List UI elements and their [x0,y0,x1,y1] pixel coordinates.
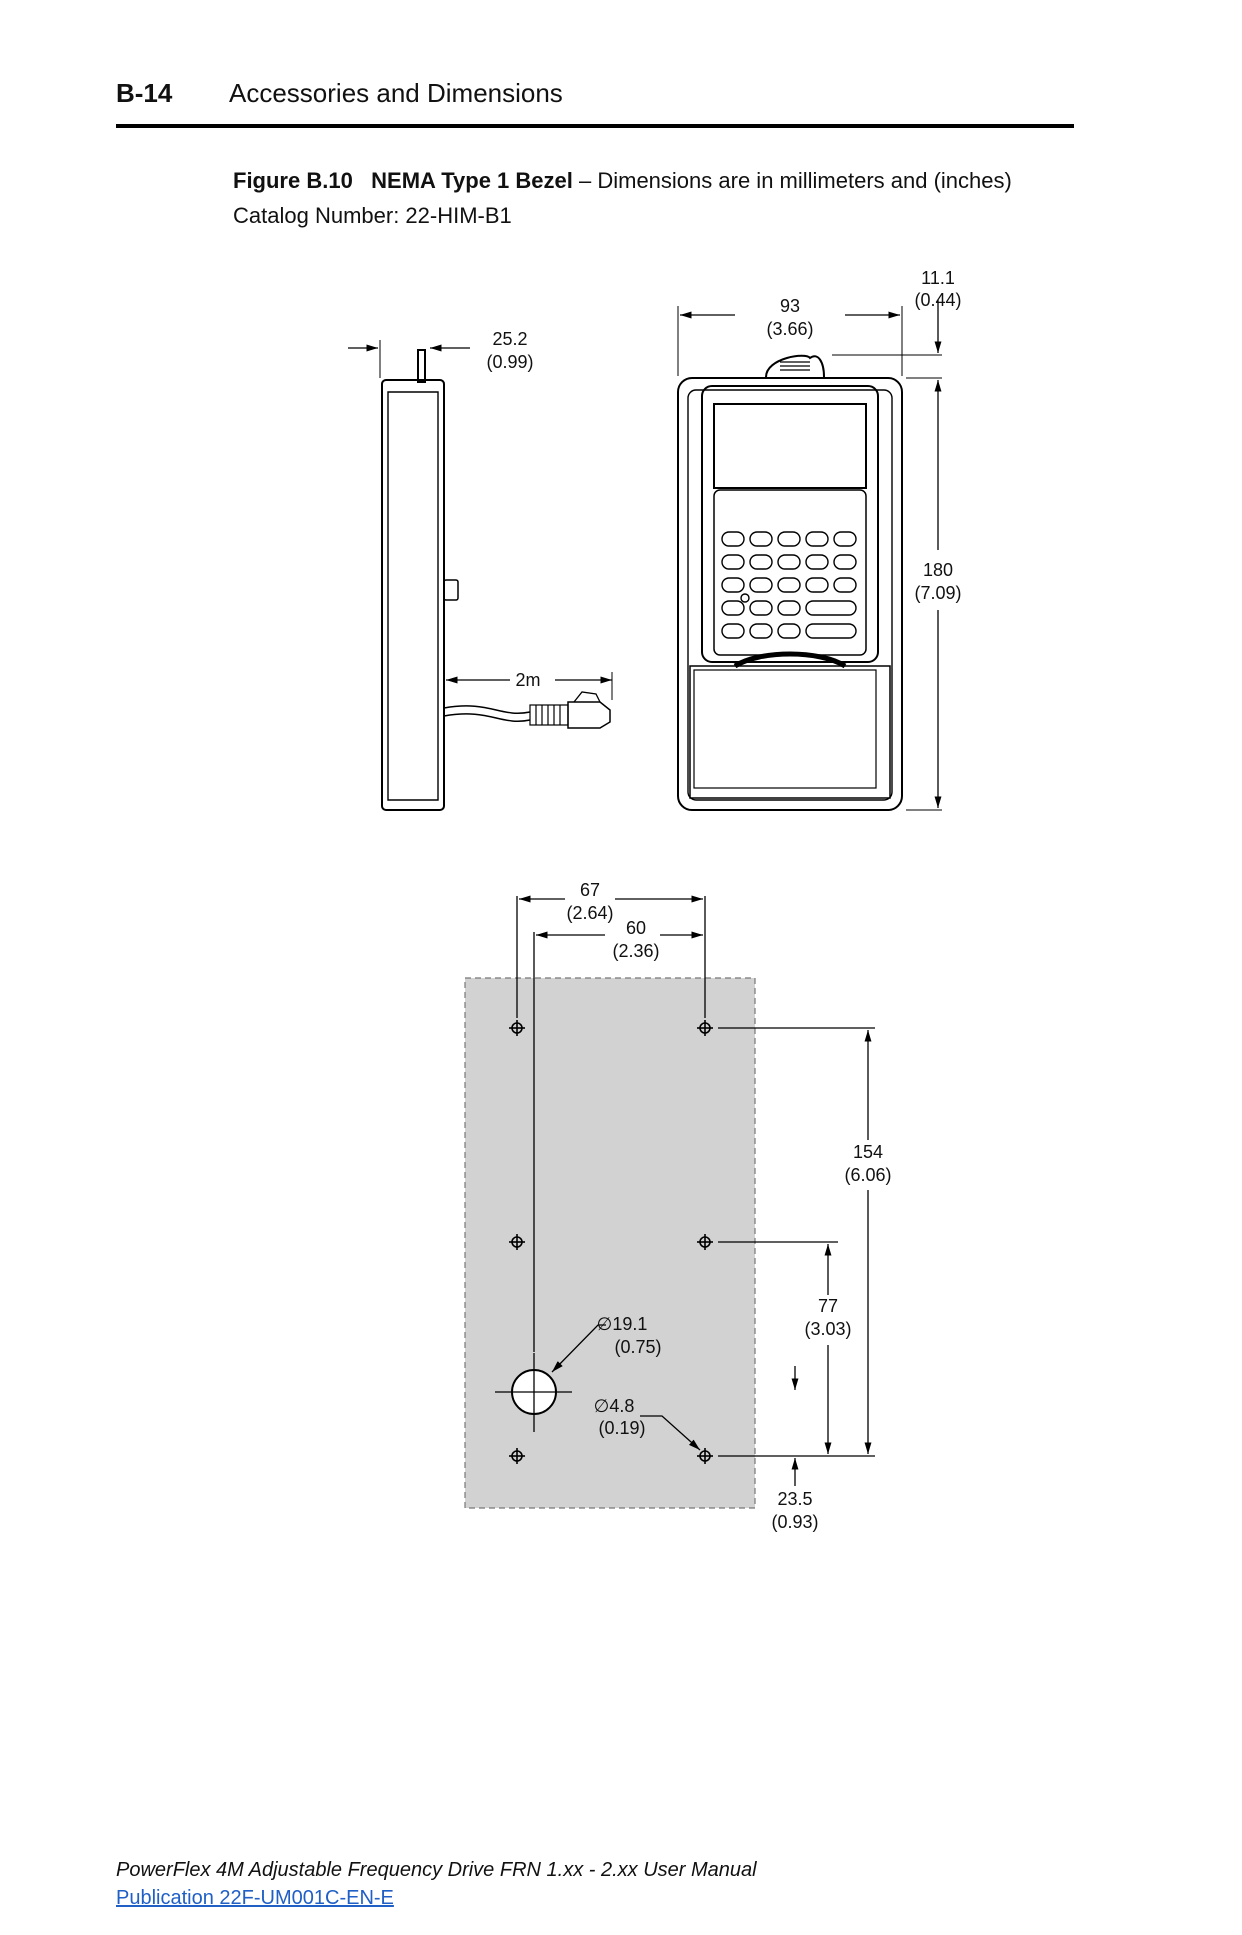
diameter-symbol: ∅ [597,1314,613,1334]
front-inner-frame [687,389,893,801]
vertical-span-mm: 154 [853,1142,883,1162]
inner-span-mm: 60 [626,918,646,938]
large-hole-dia-in: (0.75) [614,1337,661,1357]
side-view [348,340,613,811]
latch-grip [780,361,810,371]
small-hole-dia-mm: ∅4.8 [594,1396,635,1416]
outer-span-mm: 67 [580,880,600,900]
hole-top-right [697,1020,713,1036]
page-number: B-14 [116,78,173,108]
top-latch [765,354,825,378]
front-outer-frame [677,377,903,811]
vertical-span-in: (6.06) [844,1165,891,1185]
mounting-template [464,895,875,1509]
small-hole-leader [640,1415,701,1451]
bezel-arc [733,651,847,669]
figure-title: NEMA Type 1 Bezel [371,168,573,193]
rj45-clip [573,691,601,703]
side-body-inner [387,391,439,801]
inner-span-in: (2.36) [612,941,659,961]
figure-label: Figure B.10 [233,168,353,193]
small-hole-dia-value: 4.8 [609,1396,634,1416]
cable-line-2 [443,713,531,722]
cable-ferrule [529,704,569,726]
him-keypad-area [713,489,867,656]
front-view [677,300,942,811]
footer-publication-link[interactable]: Publication 22F-UM001C-EN-E [116,1887,394,1909]
front-width-in: (3.66) [766,319,813,339]
mounting-holes [509,1020,713,1464]
bottom-offset-mm: 23.5 [777,1489,812,1509]
side-latch [417,349,426,383]
hole-mid-right [697,1234,713,1250]
him-module-outline [701,385,879,663]
him-display [713,403,867,489]
hole-mid-left [509,1234,525,1250]
side-depth-in: (0.99) [486,352,533,372]
him-keys [721,531,857,639]
figure-caption: Figure B.10 NEMA Type 1 Bezel – Dimensio… [233,168,1012,194]
cable-length: 2m [515,670,540,690]
hole-bottom-left [509,1448,525,1464]
front-height-in: (7.09) [914,583,961,603]
cutout-area [464,977,756,1509]
page-header: B-14 Accessories and Dimensions [116,78,563,109]
small-hole-dia-in: (0.19) [598,1418,645,1438]
latch-height-mm: 11.1 [921,268,955,288]
side-connector [443,579,459,601]
front-width-mm: 93 [780,296,800,316]
large-hole-dia-value: 19.1 [612,1314,647,1334]
cable-line [443,705,531,714]
large-hole-dia-mm: ∅19.1 [597,1314,648,1334]
section-title: Accessories and Dimensions [229,78,563,108]
large-hole-leader [551,1324,606,1373]
mid-offset-in: (3.03) [804,1319,851,1339]
outer-span-in: (2.64) [566,903,613,923]
bezel-lower-panel [689,665,891,799]
side-body-outline [381,379,445,811]
header-rule [116,124,1074,128]
hole-bottom-right [697,1448,713,1464]
latch-height-in: (0.44) [914,290,961,310]
hole-top-left [509,1020,525,1036]
mid-offset-mm: 77 [818,1296,838,1316]
diameter-symbol: ∅ [594,1396,610,1416]
side-depth-mm: 25.2 [492,329,527,349]
footer-manual-title: PowerFlex 4M Adjustable Frequency Drive … [116,1859,757,1881]
front-height-mm: 180 [923,560,953,580]
figure-description: – Dimensions are in millimeters and (inc… [579,168,1012,193]
bezel-lower-inset [693,669,877,789]
bottom-offset-in: (0.93) [771,1512,818,1532]
catalog-number: Catalog Number: 22-HIM-B1 [233,203,512,228]
rj45-plug [567,701,611,729]
